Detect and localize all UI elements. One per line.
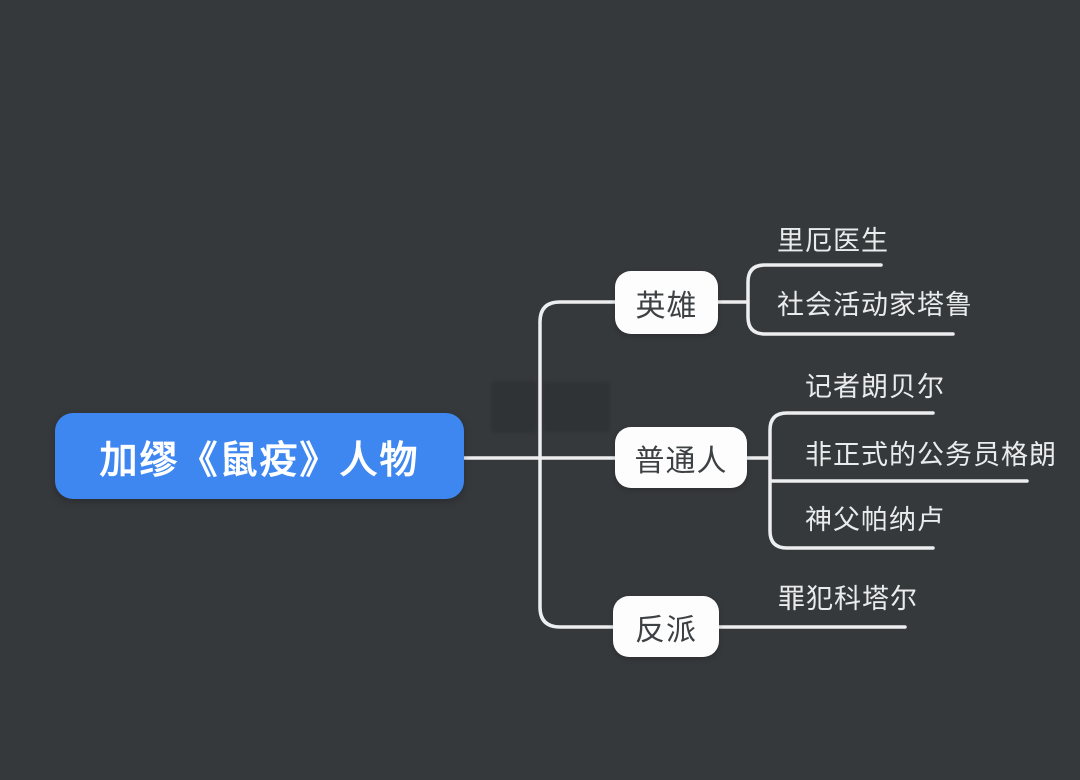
branch-node-heroes[interactable]: 英雄: [615, 271, 718, 334]
branch-node-ordinary-people[interactable]: 普通人: [615, 427, 747, 488]
child-node-dr-rieux[interactable]: 里厄医生: [777, 226, 889, 256]
child-node-cottard[interactable]: 罪犯科塔尔: [778, 584, 918, 614]
root-node[interactable]: 加缪《鼠疫》人物: [55, 413, 464, 499]
watermark-smudge-right: [543, 382, 610, 432]
child-node-paneloux[interactable]: 神父帕纳卢: [805, 505, 945, 535]
connector-common-children: [745, 411, 1029, 550]
branch-node-villains[interactable]: 反派: [613, 596, 719, 657]
connector-spine: [538, 300, 617, 629]
connector-hero-children: [716, 263, 955, 336]
watermark-smudge-left: [491, 381, 537, 433]
child-node-tarrou[interactable]: 社会活动家塔鲁: [777, 290, 973, 320]
child-node-rambert[interactable]: 记者朗贝尔: [805, 372, 945, 402]
child-node-grand[interactable]: 非正式的公务员格朗: [805, 440, 1057, 470]
